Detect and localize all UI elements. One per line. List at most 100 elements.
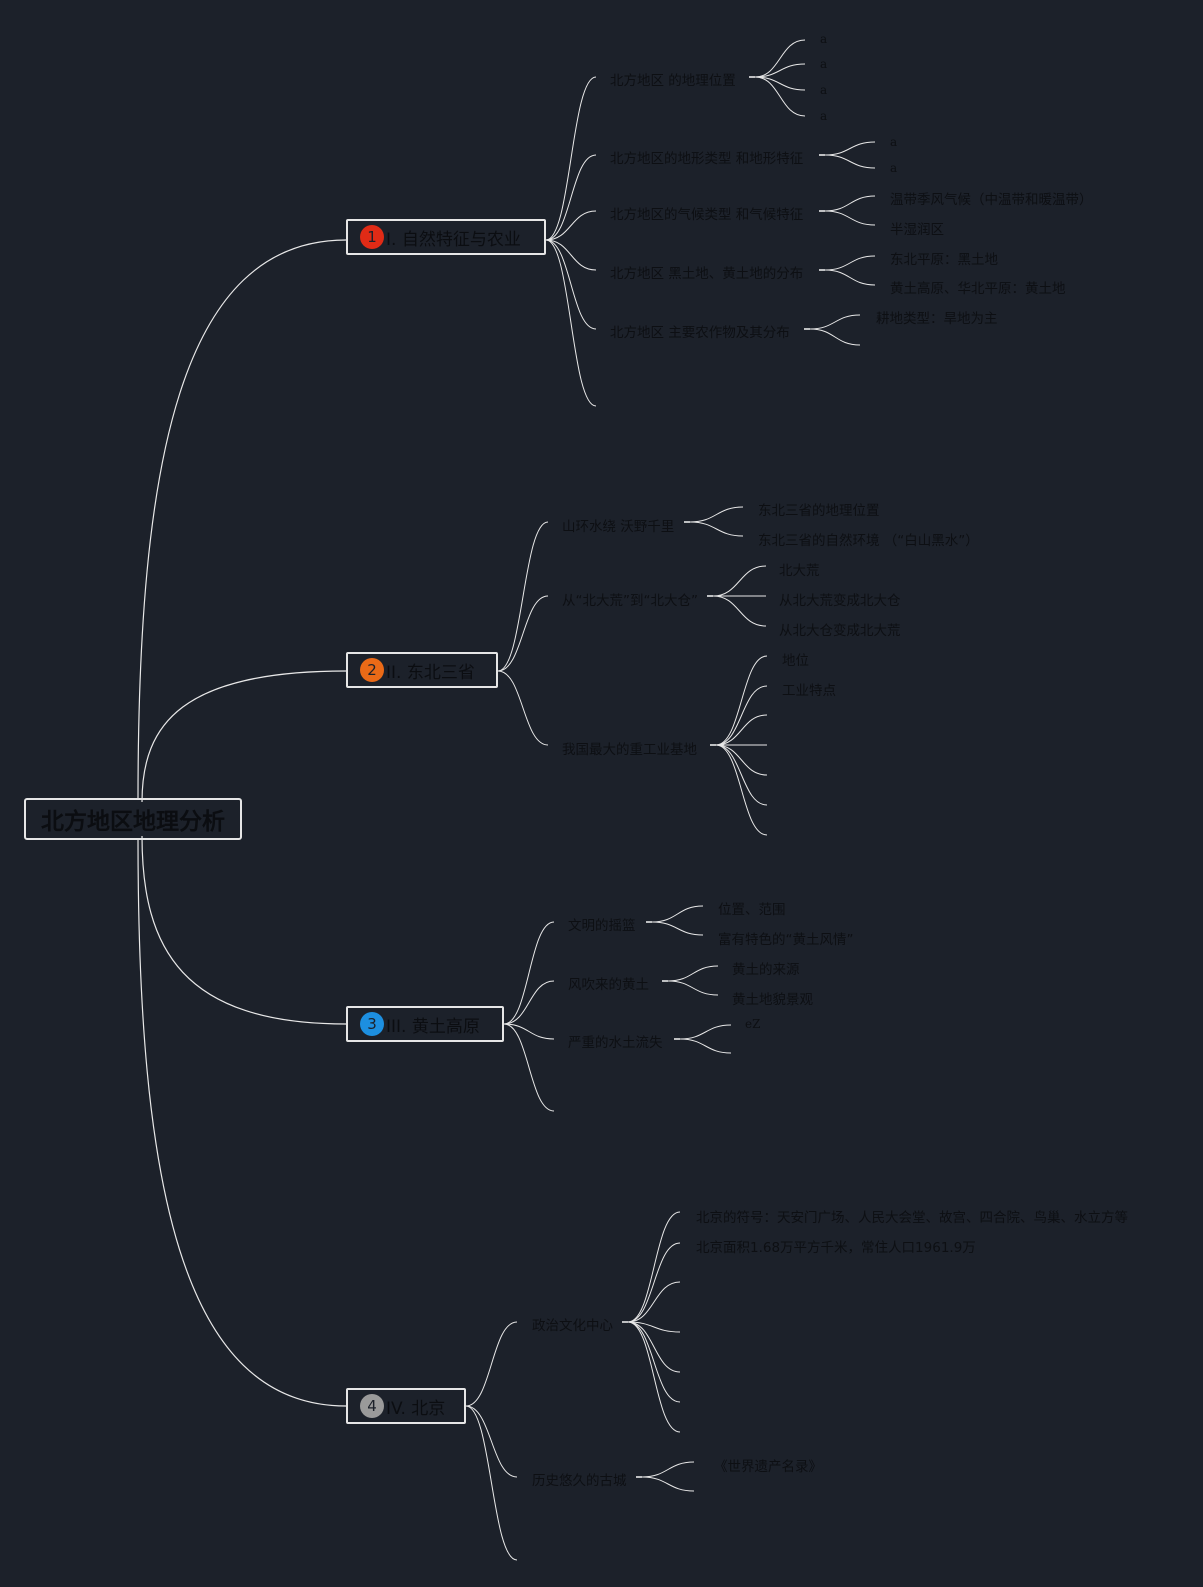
topic-location[interactable]: 北方地区 的地理位置 xyxy=(610,73,736,89)
section-beijing[interactable]: 4 IV. 北京 xyxy=(346,1388,466,1424)
connector-line xyxy=(497,521,549,672)
leaf-item[interactable]: 从北大仓变成北大荒 xyxy=(779,623,901,639)
connector-line xyxy=(809,314,861,330)
connector-line xyxy=(754,39,806,78)
number-badge-2: 2 xyxy=(360,658,384,682)
connector-line xyxy=(715,685,768,746)
section-label: II. 东北三省 xyxy=(386,662,475,683)
topic-wind-loess[interactable]: 风吹来的黄土 xyxy=(568,977,649,993)
connector-line xyxy=(641,1476,695,1492)
leaf-item[interactable]: 半湿润区 xyxy=(890,222,944,238)
leaf-item[interactable]: 黄土的来源 xyxy=(732,962,800,978)
connector-line xyxy=(715,655,768,746)
leaf-item[interactable]: a xyxy=(820,109,828,123)
connector-line xyxy=(545,239,597,271)
leaf-item[interactable]: 北大荒 xyxy=(779,563,820,579)
leaf-item[interactable]: a xyxy=(820,57,828,71)
connector-line xyxy=(545,154,597,241)
section-label: IV. 北京 xyxy=(386,1398,446,1419)
connector-line xyxy=(503,1023,555,1112)
topic-heavy-industry[interactable]: 我国最大的重工业基地 xyxy=(562,742,697,758)
connector-line xyxy=(503,921,555,1025)
topic-crops[interactable]: 北方地区 主要农作物及其分布 xyxy=(610,325,790,341)
connector-line xyxy=(754,76,806,117)
connector-line xyxy=(465,1321,518,1407)
topic-climate[interactable]: 北方地区的气候类型 和气候特征 xyxy=(610,207,804,223)
connector-line xyxy=(715,714,768,746)
leaf-item[interactable]: 黄土地貌景观 xyxy=(732,992,813,1008)
connector-line xyxy=(627,1321,681,1373)
connector-line xyxy=(715,744,768,806)
connector-line xyxy=(679,1038,732,1054)
leaf-item[interactable]: 工业特点 xyxy=(782,683,836,699)
connector-line xyxy=(545,76,597,241)
connector-line xyxy=(824,255,876,271)
leaf-item[interactable]: 东北三省的自然环境 （“白山黑水”） xyxy=(758,533,979,549)
connector-line xyxy=(627,1321,681,1403)
connector-line xyxy=(627,1321,681,1333)
connector-line xyxy=(497,595,549,672)
connector-line xyxy=(651,905,704,923)
leaf-item[interactable]: eZ xyxy=(745,1017,761,1031)
section-northeast[interactable]: 2 II. 东北三省 xyxy=(346,652,498,688)
connector-line xyxy=(667,965,719,982)
leaf-item[interactable]: 黄土高原、华北平原：黄土地 xyxy=(890,281,1066,297)
connector-line xyxy=(824,154,876,169)
topic-erosion[interactable]: 严重的水土流失 xyxy=(568,1035,663,1051)
connector-line xyxy=(503,1023,555,1040)
topic-mountains-rivers[interactable]: 山环水绕 沃野千里 xyxy=(562,519,675,535)
connector-line xyxy=(651,921,704,936)
leaf-item[interactable]: a xyxy=(820,83,828,97)
connector-line xyxy=(137,837,347,1407)
leaf-item[interactable]: 从北大荒变成北大仓 xyxy=(779,593,901,609)
leaf-item[interactable]: 东北三省的地理位置 xyxy=(758,503,880,519)
connector-line xyxy=(689,521,744,537)
connector-line xyxy=(627,1321,681,1433)
connector-line xyxy=(503,980,555,1025)
section-loess-plateau[interactable]: 3 III. 黄土高原 xyxy=(346,1006,504,1042)
connector-line xyxy=(824,141,876,156)
leaf-item[interactable]: 北京的符号：天安门广场、人民大会堂、故宫、四合院、鸟巢、水立方等 xyxy=(696,1210,1128,1226)
connector-line xyxy=(824,269,876,286)
leaf-item[interactable]: 北京面积1.68万平方千米，常住人口1961.9万 xyxy=(696,1240,976,1256)
connector-line xyxy=(627,1281,681,1323)
leaf-item[interactable]: 耕地类型：旱地为主 xyxy=(876,311,998,327)
connector-line xyxy=(545,210,597,241)
connector-line xyxy=(715,744,768,776)
connector-line xyxy=(141,670,347,803)
connector-line xyxy=(754,76,806,91)
topic-political-center[interactable]: 政治文化中心 xyxy=(532,1318,613,1334)
topic-cradle[interactable]: 文明的摇篮 xyxy=(568,918,636,934)
leaf-item[interactable]: a xyxy=(890,161,898,175)
leaf-item[interactable]: a xyxy=(890,135,898,149)
connector-line xyxy=(497,670,549,746)
connector-line xyxy=(545,239,597,407)
leaf-item[interactable]: 东北平原：黑土地 xyxy=(890,252,998,268)
topic-granary[interactable]: 从“北大荒”到“北大仓” xyxy=(562,593,698,609)
number-badge-3: 3 xyxy=(360,1012,384,1036)
topic-ancient-city[interactable]: 历史悠久的古城 xyxy=(532,1473,627,1489)
connector-line xyxy=(667,980,719,996)
topic-soil[interactable]: 北方地区 黑土地、黄土地的分布 xyxy=(610,266,804,282)
section-natural-features[interactable]: 1 I. 自然特征与农业 xyxy=(346,219,546,255)
connector-line xyxy=(627,1242,681,1323)
connector-line xyxy=(689,506,744,523)
leaf-item[interactable]: 位置、范围 xyxy=(718,902,786,918)
connector-line xyxy=(679,1024,732,1040)
leaf-item[interactable]: 地位 xyxy=(782,653,809,669)
connector-line xyxy=(641,1461,695,1478)
leaf-item[interactable]: 温带季风气候（中温带和暖温带） xyxy=(890,192,1093,208)
connector-line xyxy=(809,328,861,346)
topic-terrain[interactable]: 北方地区的地形类型 和地形特征 xyxy=(610,151,804,167)
connector-line xyxy=(715,744,768,836)
leaf-item[interactable]: a xyxy=(820,32,828,46)
connector-line xyxy=(545,239,597,330)
leaf-item[interactable]: 富有特色的“黄土风情” xyxy=(718,932,854,948)
connector-line xyxy=(824,195,876,212)
root-title: 北方地区地理分析 xyxy=(41,809,225,835)
root-node[interactable]: 北方地区地理分析 xyxy=(24,798,242,840)
connector-line xyxy=(712,565,767,597)
section-label: I. 自然特征与农业 xyxy=(386,229,521,250)
leaf-item[interactable]: 《世界遗产名录》 xyxy=(714,1459,822,1475)
